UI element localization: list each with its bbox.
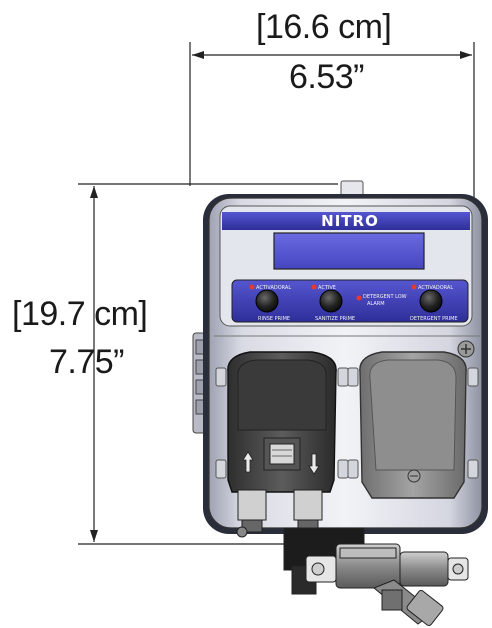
led-mid — [311, 284, 317, 290]
alarm-label-2: ALARM — [367, 301, 385, 307]
mid-knob-bottom-label: SANITIZE PRIME — [315, 316, 355, 322]
cover-clips — [215, 367, 479, 479]
mid-knob — [319, 289, 343, 313]
brand-logo: NITRO — [321, 212, 379, 230]
led-left — [249, 284, 255, 290]
down-arrow-icon — [308, 453, 320, 475]
up-arrow-icon — [242, 451, 254, 473]
width-imperial-label: 6.53” — [289, 58, 365, 96]
left-knob — [255, 289, 279, 313]
screw-icon — [457, 340, 475, 358]
led-right — [411, 284, 417, 290]
left-pump-cover — [227, 351, 337, 493]
height-dimension — [78, 183, 338, 545]
height-metric-label: [19.7 cm] — [12, 295, 148, 333]
manifold — [305, 543, 469, 626]
mid-knob-top-label: ACTIVE — [318, 285, 336, 291]
width-dimension — [189, 42, 475, 212]
right-knob-top-label: ACTIVADORAL — [418, 285, 453, 291]
left-knob-top-label: ACTIVADORAL — [256, 285, 291, 291]
control-panel: NITRO ACTIVADORAL RINSE PRIME ACTIVE SAN… — [219, 205, 473, 327]
alarm-label-1: DETERGENT LOW — [363, 294, 407, 300]
left-knob-bottom-label: RINSE PRIME — [258, 316, 290, 322]
right-knob — [419, 289, 443, 313]
height-imperial-label: 7.75” — [49, 343, 125, 381]
button-strip — [231, 279, 469, 323]
width-metric-label: [16.6 cm] — [256, 8, 392, 46]
right-pump-cover — [359, 351, 467, 499]
display-screen — [273, 232, 425, 270]
led-alarm — [356, 295, 362, 301]
right-knob-bottom-label: DETERGENT PRIME — [410, 316, 458, 322]
